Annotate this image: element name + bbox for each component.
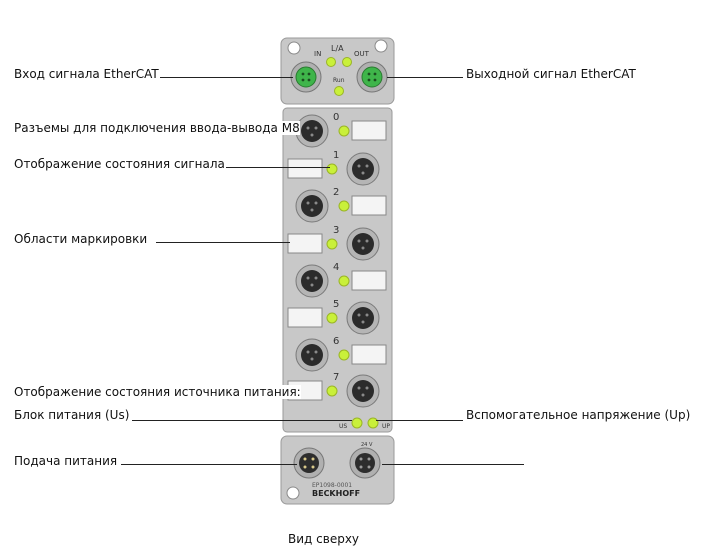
m8-pin [361,320,365,324]
label-marking-areas: Области маркировки [14,232,148,246]
m8-pin [306,201,310,205]
marking-area-4 [351,270,387,291]
la-out-led [342,57,352,67]
leader-power-supply [121,464,297,465]
m8-pin [357,164,361,168]
status-led-5 [326,312,338,324]
m8-pin [361,246,365,250]
leader-ethercat-out [387,77,463,78]
port-out-label: OUT [354,50,370,58]
m8-pin [306,276,310,280]
leader-aux-voltage [376,420,463,421]
status-led-2 [338,200,350,212]
label-aux-voltage: Вспомогательное напряжение (Up) [466,408,691,422]
ethercat-out-connector [356,61,388,93]
port-in-label: IN [314,50,321,58]
channel-number-3: 3 [333,225,339,236]
m8-connector-socket-0 [301,120,323,142]
leader-power-out [382,464,524,465]
marking-area-2 [351,195,387,216]
marking-area-6 [351,344,387,365]
marking-area-1 [287,158,323,179]
label-ethercat-in: Вход сигнала EtherCAT [14,67,159,81]
m8-connector-socket-1 [352,158,374,180]
m8-pin [357,386,361,390]
m8-pin [310,283,314,287]
port-la-label: L/A [331,44,344,53]
power-in-connector [293,447,325,479]
status-led-6 [338,349,350,361]
brand-label: BECKHOFF [312,489,360,498]
channel-number-2: 2 [333,187,339,198]
leader-signal-status [226,167,330,168]
run-led [334,86,344,96]
channel-number-4: 4 [333,262,339,273]
m8-pin [365,313,369,317]
label-power-unit: Блок питания (Us) [14,408,130,422]
us-led [351,417,363,429]
label-power-supply: Подача питания [14,454,118,468]
channel-number-0: 0 [333,112,339,123]
run-label: Run [333,77,345,84]
m8-pin [365,239,369,243]
up-led-label: UP [382,423,390,430]
leader-power-unit [132,420,352,421]
m8-connector-socket-3 [352,233,374,255]
m8-pin [314,126,318,130]
model-label: EP1098-0001 [312,482,352,489]
power-out-connector [349,447,381,479]
m8-pin [314,276,318,280]
label-m8-connectors: Разъемы для подключения ввода-вывода M8 [14,121,300,135]
status-led-0 [338,125,350,137]
m8-connector-socket-5 [352,307,374,329]
m8-pin [310,133,314,137]
leader-marking-areas [156,242,290,243]
marking-area-0 [351,120,387,141]
status-led-4 [338,275,350,287]
channel-number-1: 1 [333,150,339,161]
mount-hole-bottom [286,486,300,500]
m8-pin [310,357,314,361]
m8-pin [365,164,369,168]
m8-connector-socket-2 [301,195,323,217]
mount-hole-top [287,41,301,55]
m8-pin [314,201,318,205]
channel-number-5: 5 [333,299,339,310]
label-power-status: Отображение состояния источника питания: [14,385,301,399]
up-led [367,417,379,429]
marking-area-3 [287,233,323,254]
ethercat-in-connector [290,61,322,93]
marking-area-5 [287,307,323,328]
m8-pin [314,350,318,354]
m8-pin [361,171,365,175]
us-led-label: US [339,423,347,430]
mount-hole-top-right [374,39,388,53]
m8-connector-socket-4 [301,270,323,292]
m8-connector-socket-7 [352,380,374,402]
status-led-1 [326,163,338,175]
la-in-led [326,57,336,67]
status-led-3 [326,238,338,250]
m8-pin [365,386,369,390]
m8-connector-socket-6 [301,344,323,366]
status-led-7 [326,385,338,397]
m8-pin [357,239,361,243]
m8-pin [310,208,314,212]
m8-pin [357,313,361,317]
power-connector-label: 24 V [361,442,373,448]
caption: Вид сверху [288,532,360,546]
m8-pin [306,126,310,130]
label-signal-status: Отображение состояния сигнала [14,157,225,171]
channel-number-7: 7 [333,372,339,383]
label-ethercat-out: Выходной сигнал EtherCAT [466,67,636,81]
channel-number-6: 6 [333,336,339,347]
m8-pin [361,393,365,397]
m8-pin [306,350,310,354]
leader-ethercat-in [160,77,293,78]
